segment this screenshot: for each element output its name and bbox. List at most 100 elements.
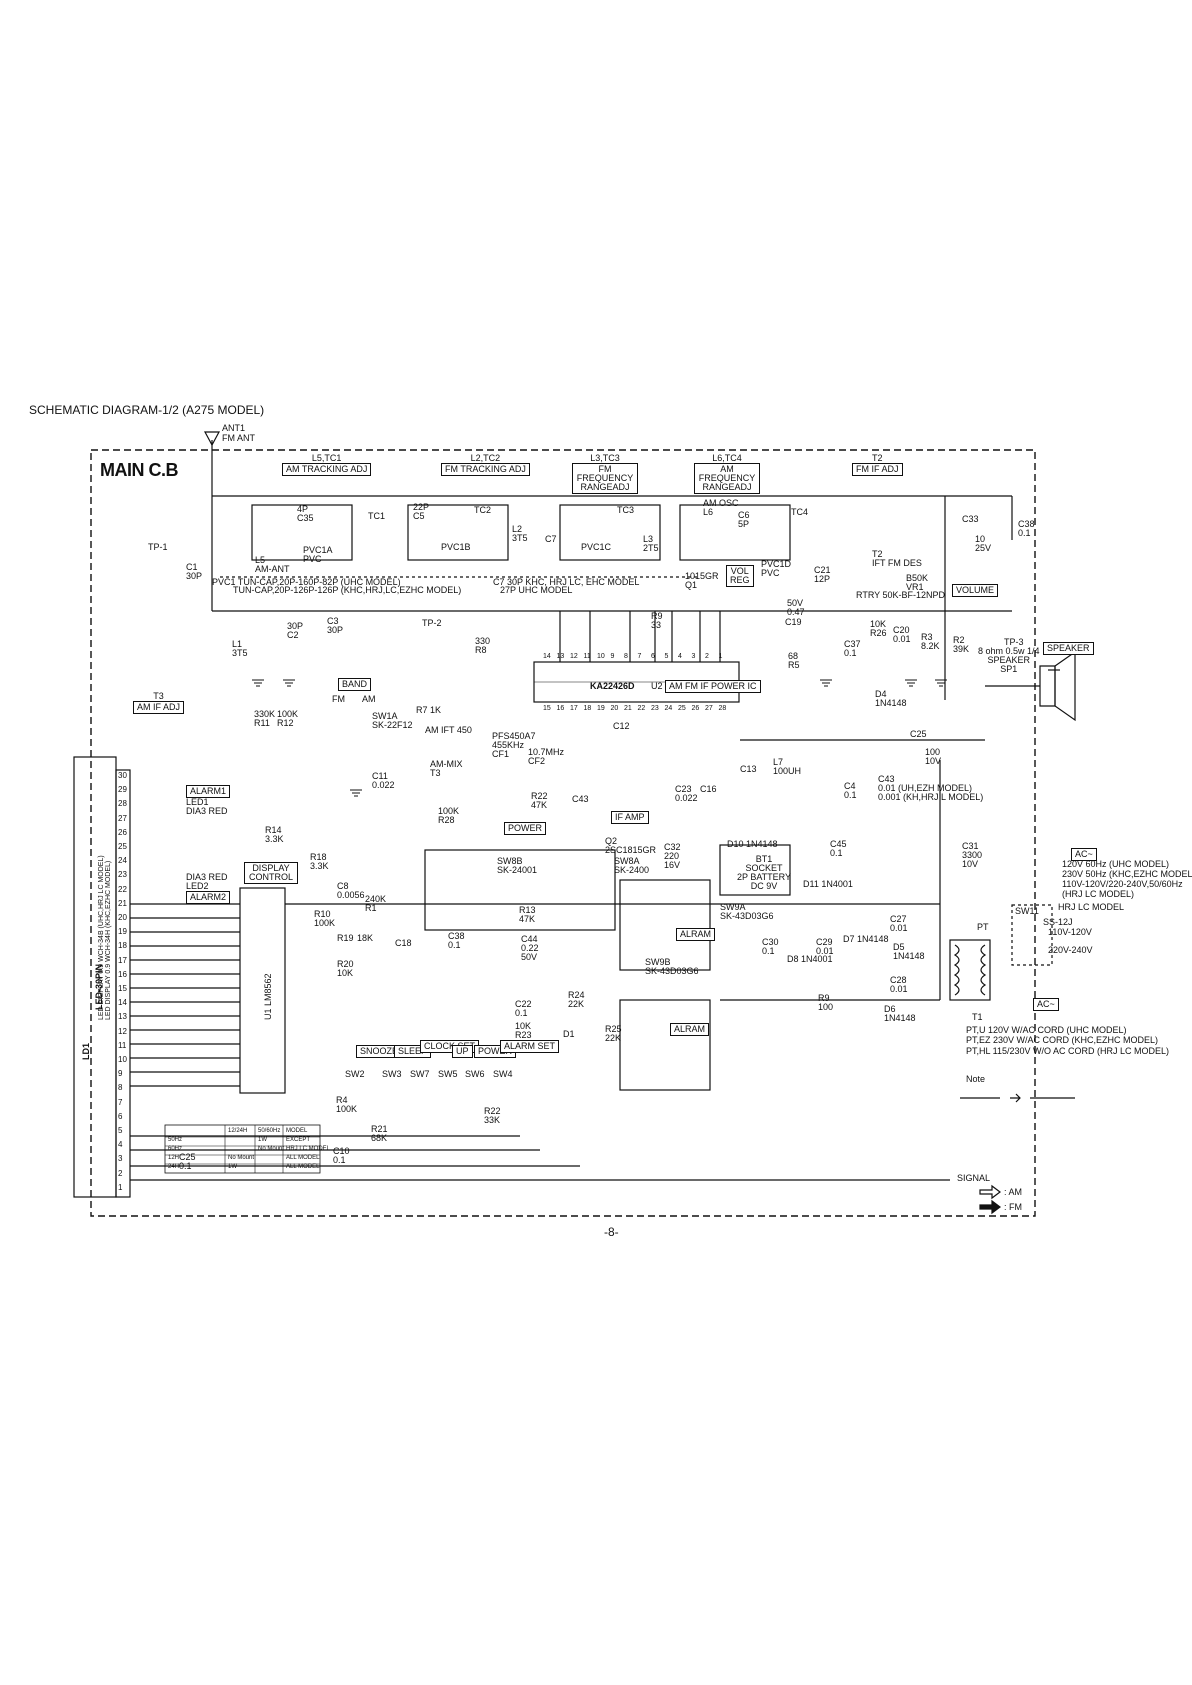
cord-notes: PT,U 120V W/AC CORD (UHC MODEL) PT,EZ 23… <box>966 1025 1169 1056</box>
adj-am-freq: L6,TC4 AM FREQUENCY RANGEADJ <box>694 454 760 494</box>
connector-pin-number: 21 <box>118 898 127 908</box>
table-cell: 1W <box>258 1137 267 1143</box>
am-osc-label: AM OSC L6 <box>703 498 739 517</box>
v110-label: 110V-120V <box>1048 927 1092 937</box>
u2-pin-number: 9 <box>610 653 615 660</box>
pvc-note-1: PVC1 TUN-CAP,20P-160P-82P (UHC MODEL) <box>212 577 401 587</box>
up-label: UP <box>452 1045 473 1058</box>
u2-pin-number: 4 <box>678 653 682 660</box>
u2-pin-number: 3 <box>691 653 696 660</box>
ac-line: 230V 50Hz (KHC,EZHC MODEL) <box>1062 868 1192 879</box>
c37-label: C37 0.1 <box>844 639 861 658</box>
r9-label: R9 33 <box>651 611 663 630</box>
sp1-label: 8 ohm 0.5w 1/4 SPEAKER SP1 <box>978 646 1040 674</box>
connector-pin-number: 23 <box>118 870 127 880</box>
u2-pin-number: 20 <box>610 705 619 712</box>
u2-pin-number: 8 <box>624 653 628 660</box>
c35-label: 4P C35 <box>297 504 314 523</box>
adj-fm-freq: L3,TC3 FM FREQUENCY RANGEADJ <box>572 454 638 494</box>
led-display-label: LED DISPLAY 0.9 WCH-34B (UHC,HRJ LC MODE… <box>98 855 112 1020</box>
ld1-label: LD1 <box>81 1042 91 1060</box>
antenna-line2: FM ANT <box>222 432 255 443</box>
c23-label: C23 0.022 <box>675 784 698 803</box>
sw3-label: SW3 <box>382 1069 402 1079</box>
adj-label: FM FREQUENCY RANGEADJ <box>572 463 638 494</box>
connector-pin-number: 28 <box>118 799 127 809</box>
u2-pin-number: 12 <box>570 653 578 660</box>
u2-pin-number: 16 <box>556 705 565 712</box>
r24-label: R24 22K <box>568 990 585 1009</box>
u2-pin-number: 2 <box>705 653 709 660</box>
u2-pin-number: 22 <box>637 705 646 712</box>
c38b-label: C38 0.1 <box>448 931 465 950</box>
c31-label: C31 3300 10V <box>962 841 983 869</box>
u2-pin-number: 5 <box>664 653 669 660</box>
connector-pin-number: 1 <box>118 1182 123 1192</box>
u2-pin-number: 21 <box>624 705 632 712</box>
alarm-set-label: ALARM SET <box>500 1040 560 1053</box>
u2-pin-number: 23 <box>651 705 659 712</box>
pvc-note-2: TUN-CAP,20P-126P-126P (KHC,HRJ,LC,EZHC M… <box>233 585 462 595</box>
r1-label: 240K R1 <box>365 894 387 913</box>
connector-pin-number: 9 <box>118 1069 123 1079</box>
u2-pin-number: 1 <box>718 653 723 660</box>
c21-label: C21 12P <box>814 565 831 584</box>
u2-pin-number: 26 <box>691 705 700 712</box>
sw8a-label: SW8A SK-2400 <box>614 856 650 875</box>
signal-am: : AM <box>1004 1187 1023 1197</box>
table-cell: ALL MODEL <box>286 1155 320 1161</box>
tp1-label: TP-1 <box>148 542 168 552</box>
c4-label: C4 0.1 <box>844 781 857 800</box>
d7-label: D7 1N4148 <box>843 934 889 944</box>
r19-label: R19 <box>337 933 354 943</box>
connector-pin-number: 19 <box>118 927 127 937</box>
pvc1a-label: PVC1A PVC <box>303 545 333 564</box>
c43-note: C43 0.01 (UH,EZH MODEL) 0.001 (KH,HRJ L … <box>878 774 984 802</box>
table-cell: 12H <box>168 1155 180 1161</box>
c8-label: C8 0.0056 <box>337 881 365 900</box>
antenna-line1: ANT1 <box>222 423 246 433</box>
d11-label: D11 1N4001 <box>803 879 853 889</box>
q2-label: Q2 2SC1815GR <box>605 836 657 855</box>
d8-label: D8 1N4001 <box>787 954 833 964</box>
u2-pin-number: 10 <box>597 653 605 660</box>
r19v-label: 18K <box>357 933 374 943</box>
connector-pin-number: 25 <box>118 842 127 851</box>
u1-name: U1 LM8562 <box>263 973 273 1020</box>
connector-pin-number: 22 <box>118 884 127 894</box>
c12-label: C12 <box>613 721 630 731</box>
connector-pin-number: 4 <box>118 1140 123 1150</box>
connector-pin-number: 15 <box>118 984 127 993</box>
c7-note-1: C7 30P KHC, HRJ LC, EHC MODEL <box>493 577 640 587</box>
r11-label: 330K R11 <box>254 709 276 728</box>
connector-pin-number: 6 <box>118 1111 123 1121</box>
am-label: AM <box>362 694 376 704</box>
r3-label: R3 8.2K <box>921 632 940 651</box>
c2-label: 30P C2 <box>287 621 304 640</box>
c16-label: C16 <box>700 784 717 794</box>
table-cell: MODEL <box>286 1128 308 1134</box>
adj-label: AM TRACKING ADJ <box>282 463 372 476</box>
sw4-label: SW4 <box>493 1069 513 1079</box>
u2-pin-number: 25 <box>678 705 686 712</box>
table-cell: 50Hz <box>168 1137 183 1143</box>
bt1-label: BT1 SOCKET 2P BATTERY DC 9V <box>737 854 792 891</box>
d1-label: D1 <box>563 1029 575 1039</box>
page-number: -8- <box>604 1225 619 1239</box>
r13-label: R13 47K <box>519 905 536 924</box>
c1-label: C1 30P <box>186 562 203 581</box>
connector-pin-number: 11 <box>118 1040 127 1050</box>
u2-pin-number: 24 <box>664 705 673 712</box>
band-label: BAND <box>338 678 372 691</box>
c28-label: C28 0.01 <box>890 975 908 994</box>
ac-lines: 120V 60Hz (UHC MODEL) 230V 50Hz (KHC,EZH… <box>1062 859 1192 900</box>
connector-pin-number: 26 <box>118 827 127 837</box>
cf1-label: PFS450A7 455KHz CF1 <box>492 731 536 759</box>
cord-line: PT,HL 115/230V W/O AC CORD (HRJ LC MODEL… <box>966 1045 1170 1056</box>
t1-label: T1 <box>972 1012 983 1022</box>
r23-label: 10K R23 <box>515 1021 532 1040</box>
ift-label: AM IFT 450 <box>425 725 472 735</box>
note-label: Note <box>966 1074 986 1084</box>
connector-pin-number: 10 <box>118 1055 127 1064</box>
adj-fm-tracking: L2,TC2 FM TRACKING ADJ <box>441 454 530 476</box>
